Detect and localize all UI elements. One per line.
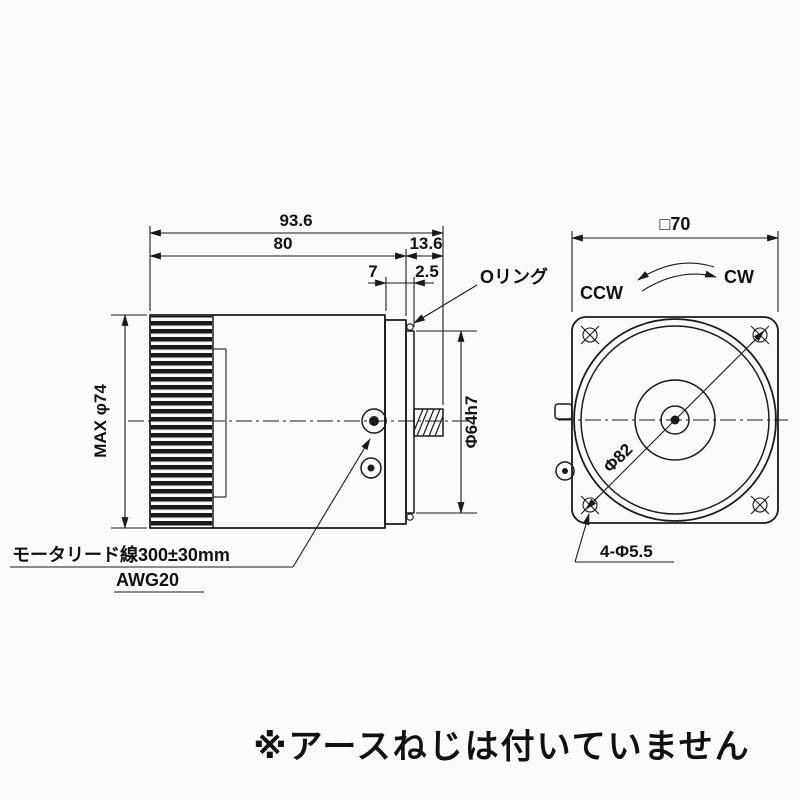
ccw-label: CCW — [580, 283, 623, 303]
dim-mounting-holes: 4-Φ5.5 — [600, 542, 653, 561]
o-ring-label: Oリング — [480, 266, 548, 287]
body-step-detail — [213, 348, 227, 498]
hole-bottom-right — [750, 495, 770, 515]
output-shaft — [413, 408, 444, 437]
dim-max-diameter: MAX φ74 — [91, 384, 110, 458]
flange-square — [571, 316, 779, 524]
cooling-fins — [151, 316, 212, 527]
front-view-dimensions: □70 CCW CW Φ82 4-Φ5.5 — [571, 214, 779, 563]
shaft-hatching — [413, 408, 444, 437]
hole-top-left — [580, 325, 600, 345]
cw-label: CW — [724, 267, 754, 287]
front-view — [554, 316, 788, 524]
wire-gauge-label: AWG20 — [116, 570, 179, 590]
side-view-dimensions: 93.6 80 13.6 7 2.5 Oリング MAX φ74 Φ64h7 — [91, 211, 548, 529]
dim-body-length: 80 — [274, 234, 293, 253]
lead-wire-grommet — [360, 408, 387, 479]
pilot-spigot — [405, 330, 415, 514]
dim-shaft-length: 13.6 — [409, 234, 442, 253]
bolt-circle-line — [585, 330, 765, 510]
dim-oring-offset: 2.5 — [415, 262, 439, 281]
footnote: ※アースねじは付いていません — [253, 728, 750, 766]
side-view — [128, 314, 470, 529]
dim-frame-size: □70 — [660, 214, 691, 234]
body-circle-inner — [580, 325, 770, 515]
mounting-flange — [384, 319, 407, 525]
o-ring-bottom — [406, 513, 414, 521]
lead-wire-leader — [292, 438, 371, 568]
ccw-arrow — [637, 262, 715, 281]
dim-overall-length: 93.6 — [279, 211, 312, 230]
cw-arrow — [641, 270, 717, 292]
o-ring-top — [406, 323, 414, 331]
body-circle-outer — [573, 318, 777, 522]
lead-wire-label: モータリード線300±30mm — [12, 544, 230, 565]
dim-pilot-depth: 7 — [368, 262, 377, 281]
dim-bolt-circle: Φ82 — [600, 440, 637, 477]
terminal-features — [554, 403, 575, 481]
lead-wire-callout: モータリード線300±30mm AWG20 — [10, 438, 371, 593]
dim-pilot-diameter: Φ64h7 — [462, 396, 481, 449]
